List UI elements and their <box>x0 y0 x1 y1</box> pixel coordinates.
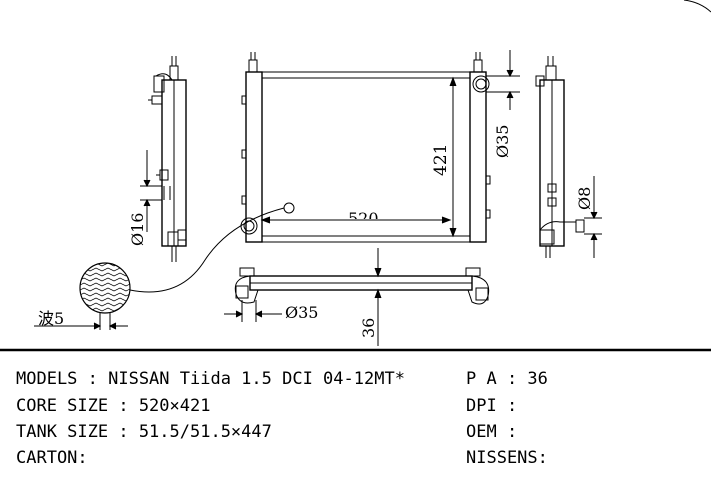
height-dimension-label: 421 <box>431 144 451 176</box>
models-line: MODELS : NISSAN Tiida 1.5 DCI 04-12MT* <box>16 369 405 389</box>
left-pipe-diameter-label: Ø16 <box>128 213 147 246</box>
bottom-diameter-label: Ø35 <box>285 303 318 322</box>
radiator-technical-drawing: Ø16 <box>0 0 711 352</box>
left-side-view <box>140 56 187 262</box>
inlet-diameter-label: Ø35 <box>493 125 512 158</box>
dpi-line: DPI : <box>466 396 518 416</box>
tank-size-line: TANK SIZE : 51.5/51.5×447 <box>16 422 272 442</box>
pa-line: P A : 36 <box>466 369 548 389</box>
nissens-line: NISSENS: <box>466 448 548 468</box>
frame-corner <box>683 0 711 13</box>
tank-depth-label: 36 <box>359 318 378 338</box>
bottom-tank-view <box>224 248 490 346</box>
fin-pitch-label: 波5 <box>38 309 64 328</box>
right-side-view <box>535 56 602 258</box>
oem-line: OEM : <box>466 422 518 442</box>
core-size-line: CORE SIZE : 520×421 <box>16 396 211 416</box>
front-view-core <box>129 50 520 293</box>
right-pipe-diameter-label: Ø8 <box>575 187 594 210</box>
carton-line: CARTON: <box>16 448 88 468</box>
width-dimension-label: 520 <box>348 209 379 228</box>
spec-panel: MODELS : NISSAN Tiida 1.5 DCI 04-12MT* C… <box>0 352 711 480</box>
